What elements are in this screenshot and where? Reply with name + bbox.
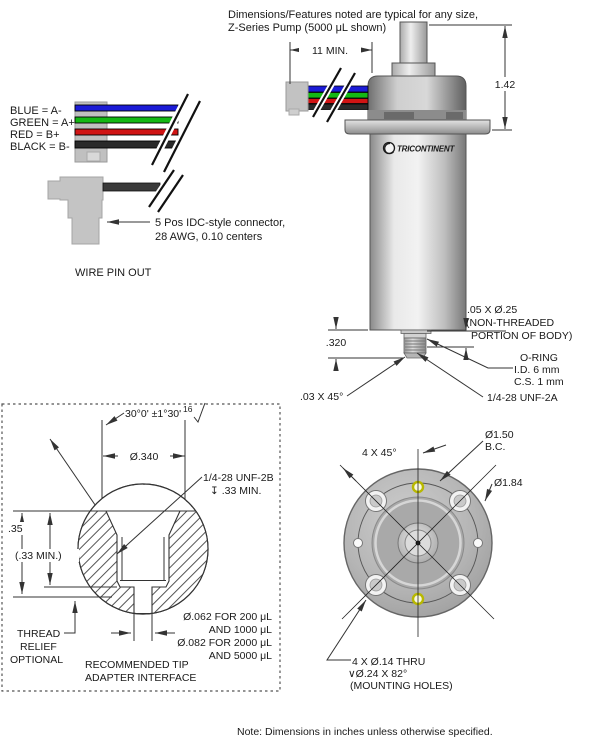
dim-step-note2: PORTION OF BODY) <box>471 330 572 342</box>
dim-height: 1.42 <box>429 24 519 131</box>
hole-note1: Ø.062 FOR 200 μL <box>183 611 272 623</box>
dim-step-text: .05 X Ø.25 <box>467 304 517 316</box>
relief-line3: OPTIONAL <box>10 654 63 666</box>
dim-thread-length-text: .320 <box>326 337 347 349</box>
oring-line1: O-RING <box>520 352 558 364</box>
mounting-holes-callout: 4 X Ø.14 THRU ∨Ø.24 X 82° (MOUNTING HOLE… <box>326 599 453 692</box>
holes-text1: 4 X Ø.14 THRU <box>352 656 425 668</box>
head-band <box>368 110 466 120</box>
dim-step-note1: (NON-THREADED <box>466 317 554 329</box>
bolt-circle-callout: Ø1.50 B.C. <box>439 429 514 482</box>
chamfer-text: .03 X 45° <box>300 391 343 403</box>
connector-note2: 28 AWG, 0.10 centers <box>155 231 263 243</box>
oring-callout: O-RING I.D. 6 mm C.S. 1 mm <box>426 338 564 388</box>
dim-wire-length: 11 MIN. <box>289 42 373 84</box>
thread-callout: 1/4-28 UNF-2A <box>416 352 558 404</box>
pump-wire-bundle <box>285 66 369 124</box>
wire-label-blue: BLUE = A- <box>10 105 62 117</box>
connector-notch <box>86 151 101 162</box>
tip-adapter-detail: 30°0' ±1°30' 16 Ø.340 .35 <box>1 402 281 692</box>
bc-text1: Ø1.50 <box>485 429 514 441</box>
flange-angle-text: 4 X 45° <box>362 447 397 459</box>
surface-finish-symbol: 16 <box>183 402 206 424</box>
wire-label-green: GREEN = A+ <box>10 117 75 129</box>
logo-text: TRICONTINENT <box>397 145 455 154</box>
relief-line1: THREAD <box>17 628 61 640</box>
tricontinent-logo: TRICONTINENT <box>382 141 456 155</box>
dim-depth-33min-text: (.33 MIN.) <box>15 550 62 562</box>
thread-ridges <box>405 340 425 351</box>
thread-text: 1/4-28 UNF-2A <box>487 392 558 404</box>
hole-size-notes: Ø.062 FOR 200 μL AND 1000 μL Ø.082 FOR 2… <box>177 611 272 662</box>
pump-body <box>369 133 467 331</box>
header-line2: Z-Series Pump (5000 μL shown) <box>228 22 386 34</box>
oring-line3: C.S. 1 mm <box>514 376 564 388</box>
dim-depth-35-text: .35 <box>8 523 23 535</box>
cable-break-marks <box>146 168 186 214</box>
wire-pinout-title: WIRE PIN OUT <box>75 267 152 279</box>
header-note: Dimensions/Features noted are typical fo… <box>228 9 478 34</box>
dim-cone-dia-text: Ø.340 <box>130 451 159 463</box>
chamfer-callout: .03 X 45° <box>300 356 406 403</box>
pump-head-cap <box>367 75 467 121</box>
holes-text3: (MOUNTING HOLES) <box>350 680 453 692</box>
head-slot-right <box>446 112 463 119</box>
connector-tab <box>288 108 300 116</box>
section-hatch <box>78 484 208 614</box>
flange-bottom-view: 4 X 45° Ø1.50 B.C. Ø1.84 4 X Ø.14 THRU ∨… <box>326 429 523 692</box>
pinout-wire-blue <box>74 104 179 112</box>
dim-thread-length: .320 <box>326 317 403 371</box>
idc-connector-side <box>47 176 104 245</box>
wire-break-marks <box>310 66 358 124</box>
tip-thread-line1: 1/4-28 UNF-2B <box>203 472 274 484</box>
mounting-flange <box>344 119 491 135</box>
wire-label-red: RED = B+ <box>10 129 60 141</box>
dim-depth-33min: (.33 MIN.) <box>13 513 79 585</box>
hole-note4: AND 5000 μL <box>209 650 272 662</box>
wire-label-black: BLACK = B- <box>10 141 70 153</box>
dim-height-text: 1.42 <box>495 79 516 91</box>
detail-boundary <box>1 403 281 692</box>
pump-front-view: TRICONTINENT 11 MIN. 1.42 <box>285 21 572 404</box>
cone-angle-text: 30°0' ±1°30' <box>125 408 181 420</box>
oring-line2: I.D. 6 mm <box>514 364 560 376</box>
piston-shaft <box>399 21 428 64</box>
hole-note2: AND 1000 μL <box>209 624 272 636</box>
od-text: Ø1.84 <box>494 477 523 489</box>
bc-text2: B.C. <box>485 441 505 453</box>
hole-note3: Ø.082 FOR 2000 μL <box>177 637 272 649</box>
body-step <box>400 329 432 334</box>
thread-relief-callout: THREAD RELIEF OPTIONAL <box>10 601 78 666</box>
detail-caption1: RECOMMENDED TIP <box>85 659 189 671</box>
detail-caption2: ADAPTER INTERFACE <box>85 672 196 684</box>
angle-callout: 4 X 45° <box>342 444 447 482</box>
pinout-wire-red <box>74 128 179 136</box>
threaded-tip <box>403 337 427 354</box>
relief-line2: RELIEF <box>20 641 57 653</box>
tip-thread-line2: ↧ .33 MIN. <box>210 485 261 497</box>
side-hole-left <box>353 538 363 548</box>
dim-wire-length-text: 11 MIN. <box>312 45 348 57</box>
connector-cable <box>102 182 161 192</box>
wire-connector-stub <box>285 81 309 112</box>
od-callout: Ø1.84 <box>484 477 523 502</box>
dim-cone-dia: Ø.340 <box>103 449 185 463</box>
centerlines <box>339 449 497 637</box>
header-line1: Dimensions/Features noted are typical fo… <box>228 9 478 21</box>
footer-note: Note: Dimensions in inches unless otherw… <box>237 726 493 738</box>
tip-thread-callout: 1/4-28 UNF-2B ↧ .33 MIN. <box>116 472 274 555</box>
connector-note1: 5 Pos IDC-style connector, <box>155 217 285 229</box>
oring-seat <box>403 333 427 339</box>
holes-text2: ∨Ø.24 X 82° <box>348 668 407 680</box>
head-slot-left <box>384 112 414 119</box>
shaft-collar <box>391 62 436 77</box>
pinout-wire-green <box>74 116 179 124</box>
pinout-break-marks <box>148 92 204 174</box>
finish-value: 16 <box>183 404 193 414</box>
wire-pinout-section: BLUE = A- GREEN = A+ RED = B+ BLACK = B-… <box>10 92 285 279</box>
side-hole-right <box>473 538 483 548</box>
